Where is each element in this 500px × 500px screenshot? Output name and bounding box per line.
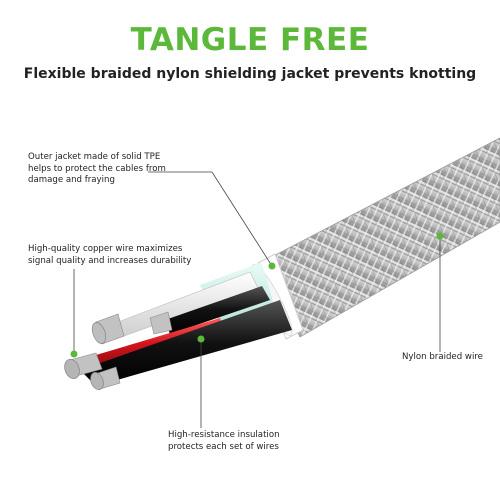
wire-black-top: [165, 286, 270, 334]
wire-black-bottom: [80, 300, 292, 386]
braided-cable-body: [261, 137, 500, 338]
dot-nylon-braid: [436, 232, 444, 240]
callout-dots: [70, 232, 444, 358]
copper-strand-ends: [64, 311, 173, 391]
dot-insulation: [197, 335, 205, 343]
page-subtitle: Flexible braided nylon shielding jacket …: [23, 66, 477, 82]
page-title: TANGLE FREE: [130, 22, 370, 58]
leader-lines: [73, 171, 441, 428]
leader-outer-jacket: [148, 171, 273, 267]
callout-insulation: High-resistance insulation protects each…: [168, 430, 280, 452]
callout-copper-wire: High-quality copper wire maximizes signa…: [28, 244, 192, 266]
callout-nylon-braid: Nylon braided wire: [402, 352, 483, 362]
dot-outer-jacket: [268, 262, 276, 270]
callout-outer-jacket: Outer jacket made of solid TPE helps to …: [28, 152, 166, 185]
dot-copper-wire: [70, 350, 78, 358]
